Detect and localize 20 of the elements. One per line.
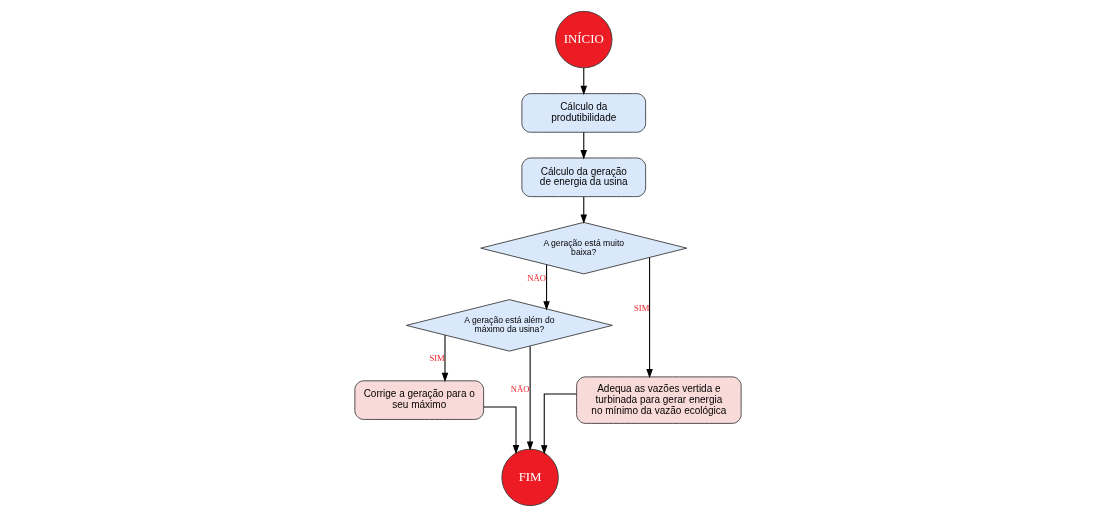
node-box: Corrige a geração para o seu máximo — [353, 380, 484, 420]
node-box: Adequa as vazões vertida e turbinada para gerar energia no mínimo da vazão ecológica — [575, 376, 742, 424]
node-box: Cálculo da geração de energia da usina — [520, 157, 646, 198]
arrow — [580, 67, 587, 96]
edge-label: SIM — [633, 303, 649, 314]
arrow — [441, 334, 448, 383]
edge-label: NÃO — [510, 383, 529, 394]
arrow — [526, 345, 533, 451]
edge-label: SIM — [428, 353, 445, 364]
node-circle: INÍCIO — [554, 10, 612, 69]
arrow — [482, 406, 519, 455]
node-box: Cálculo da produtibilidade — [520, 93, 646, 133]
arrow — [580, 196, 587, 224]
arrow — [540, 393, 577, 455]
arrow — [580, 131, 587, 160]
node-diamond: A geração está muito baixa? — [479, 221, 687, 275]
arrow — [645, 257, 653, 379]
edge-label: NÃO — [526, 272, 546, 283]
arrow — [542, 264, 550, 311]
node-circle: FIM — [500, 448, 559, 507]
